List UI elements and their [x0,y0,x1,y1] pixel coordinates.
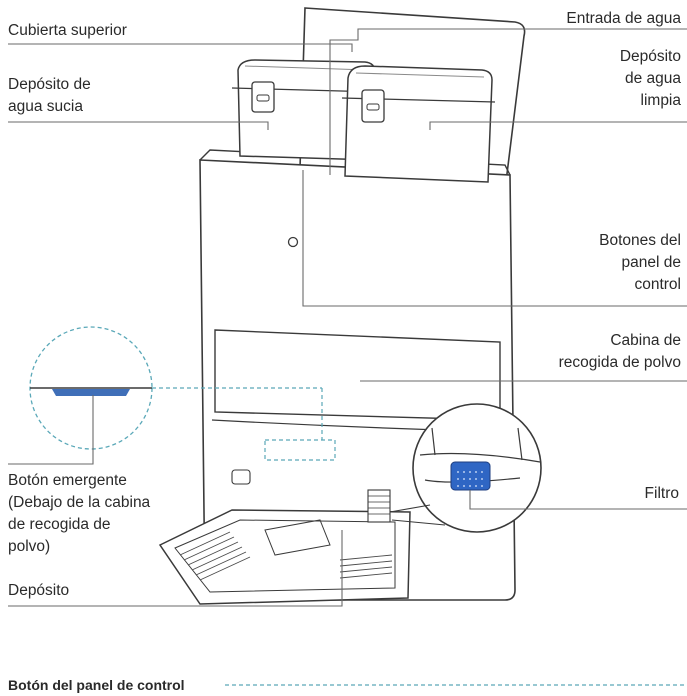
tray [158,509,411,605]
label-top-cover: Cubierta superior [8,22,127,39]
leader-control-buttons [302,170,687,307]
control-button-icon [287,236,299,248]
leader-top-cover [8,43,353,52]
label-dirty-tank: Depósito de agua sucia [8,76,91,115]
label-popup-button: Botón emergente (Debajo de la cabina de … [8,472,151,555]
popup-button-icon [52,389,130,396]
label-filter: Filtro [644,485,679,502]
section-title: Botón del panel de control [8,677,185,693]
popup-button-highlight [264,439,336,461]
dirty-water-tank [231,59,379,161]
label-dust-cabin: Cabina de recogida de polvo [558,332,681,371]
label-control-buttons: Botones del panel de control [599,232,681,293]
leader-popup-button [8,395,94,465]
leader-tray [8,530,343,607]
clean-water-tank [341,65,496,183]
label-clean-tank: Depósito de agua limpia [619,48,681,109]
label-water-inlet: Entrada de agua [566,10,681,27]
label-tray: Depósito [8,582,70,599]
leader-dirty-tank [8,121,269,130]
leader-clean-tank [429,121,687,130]
leader-water-inlet [329,28,687,175]
leader-filter [469,490,687,510]
